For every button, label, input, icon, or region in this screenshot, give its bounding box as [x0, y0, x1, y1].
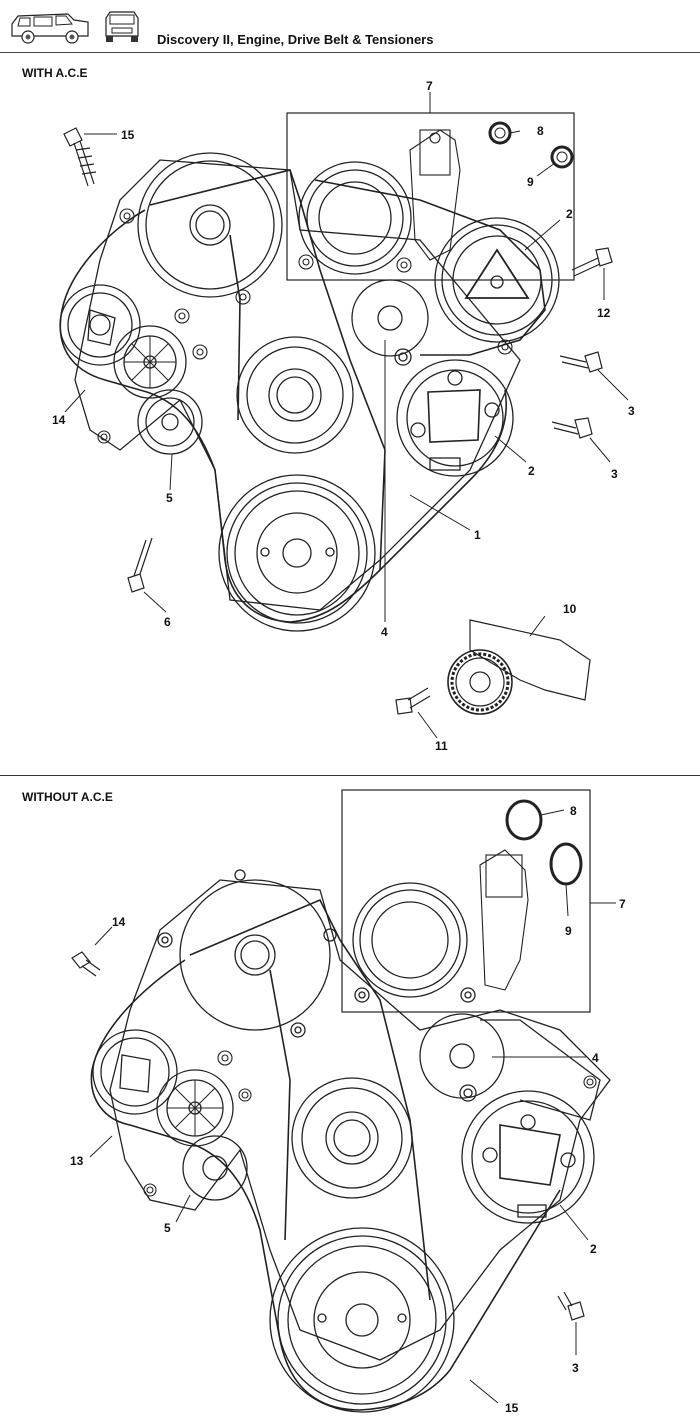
alternator-body-2 [479, 849, 529, 991]
section-title-without-ace: WITHOUT A.C.E [22, 790, 113, 804]
cover-bolt-holes-2 [143, 1050, 597, 1197]
callout-3-upper: 3 [628, 404, 635, 418]
bolt-3a [559, 351, 603, 373]
auto-tensioner-pulley [59, 284, 141, 366]
ace-pump-pulley [434, 217, 560, 343]
crankshaft-pulley-2 [269, 1227, 455, 1413]
callout-12: 12 [597, 306, 611, 320]
callout-10: 10 [563, 602, 577, 616]
callout-3b: 3 [572, 1361, 579, 1375]
callout-1: 1 [474, 528, 481, 542]
callout-9: 9 [527, 175, 534, 189]
callout-8b: 8 [570, 804, 577, 818]
alternator-body [409, 129, 461, 261]
viscous-coupling-pulley-2 [156, 1069, 234, 1147]
header-divider [0, 52, 700, 53]
drive-belt-2 [90, 959, 561, 1411]
callout-14: 14 [52, 413, 66, 427]
callout-5b: 5 [164, 1221, 171, 1235]
tensioner-unit-10 [447, 619, 591, 715]
tensioner-assembly [394, 348, 514, 477]
vehicle-front-icon [105, 11, 139, 42]
cover-bolt-holes [97, 208, 513, 444]
water-pump-pulley [236, 336, 354, 454]
page-title: Discovery II, Engine, Drive Belt & Tensi… [157, 32, 434, 47]
engine-front-cover-2 [109, 879, 611, 1361]
bolt-14 [71, 951, 101, 977]
callout-6: 6 [164, 615, 171, 629]
bolt-15 [63, 127, 97, 187]
leader-lines [64, 92, 629, 739]
bolt-12 [571, 247, 613, 277]
power-steering-pulley-2 [157, 869, 337, 1038]
bolt-3b [551, 417, 593, 439]
callout-2-lower: 2 [528, 464, 535, 478]
callout-2-upper: 2 [566, 207, 573, 221]
callout-15: 15 [121, 128, 135, 142]
idler-pulley [351, 279, 429, 357]
tensioner-assembly-2 [459, 1084, 595, 1224]
vehicle-side-icon [11, 13, 89, 44]
leader-lines-2 [89, 809, 616, 1404]
callout-5: 5 [166, 491, 173, 505]
section-divider [0, 775, 700, 776]
diagram-without-ace: 8 9 7 4 2 15 3 14 13 5 [70, 789, 626, 1415]
callout-4b: 4 [592, 1051, 599, 1065]
alternator-inset-box-2 [341, 789, 591, 1013]
crankshaft-pulley [218, 474, 376, 632]
alternator-pulley [298, 161, 412, 275]
power-steering-pulley [137, 152, 283, 298]
section-title-with-ace: WITH A.C.E [22, 66, 88, 80]
drive-belt [59, 209, 508, 623]
callout-14b: 14 [112, 915, 126, 929]
callout-11: 11 [435, 739, 448, 753]
callout-7b: 7 [619, 897, 626, 911]
seal-ring-8b [505, 799, 543, 841]
idler-pulley-5 [137, 389, 203, 455]
bolt-6 [127, 537, 153, 593]
callout-2b: 2 [590, 1242, 597, 1256]
auto-tensioner-pulley-2 [92, 1029, 178, 1115]
seal-ring-9b [549, 842, 583, 886]
callout-15b: 15 [505, 1401, 519, 1415]
callout-7: 7 [426, 79, 433, 93]
callout-8: 8 [537, 124, 544, 138]
callout-9b: 9 [565, 924, 572, 938]
callout-3-lower: 3 [611, 467, 618, 481]
callout-4: 4 [381, 625, 388, 639]
callout-13: 13 [70, 1154, 84, 1168]
viscous-coupling-pulley [113, 325, 187, 399]
diagram-with-ace: 7 8 9 2 12 3 3 2 1 4 10 11 5 6 14 15 [52, 79, 635, 753]
alternator-pulley-2 [352, 882, 476, 1003]
seal-ring-8 [488, 121, 512, 145]
page-header: Discovery II, Engine, Drive Belt & Tensi… [0, 0, 700, 54]
idler-pulley-5b [182, 1135, 248, 1201]
seal-ring-9 [550, 145, 574, 169]
water-pump-pulley-2 [291, 1077, 413, 1199]
bolt-3c [557, 1291, 585, 1321]
bolt-11 [395, 687, 431, 715]
